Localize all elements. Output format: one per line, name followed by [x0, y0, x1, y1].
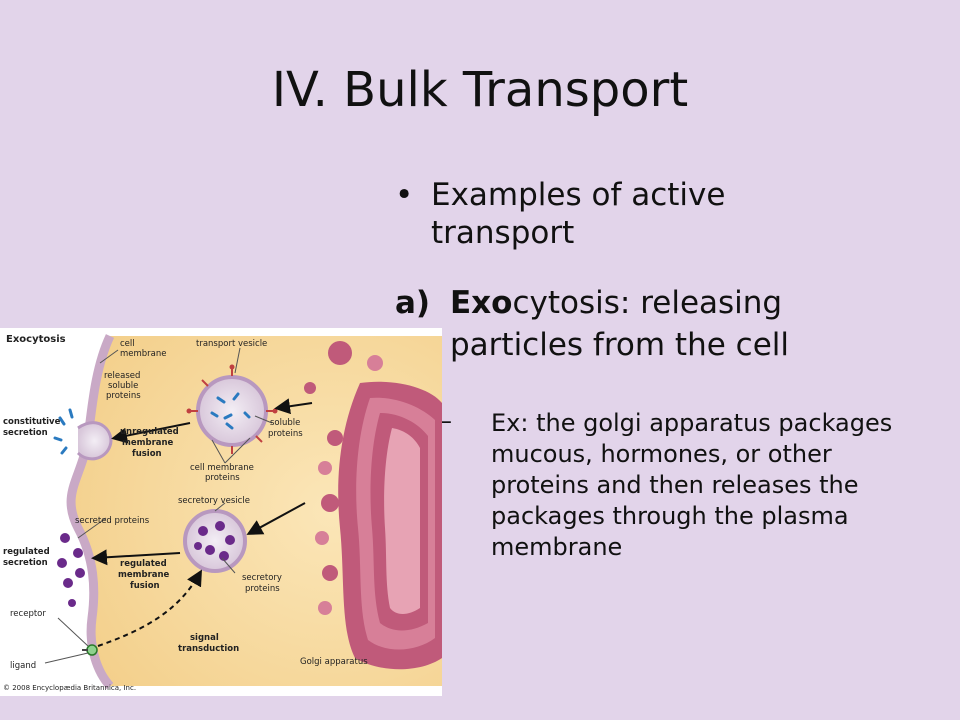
label-cell: cell [120, 339, 135, 349]
label-cell-membrane-proteins-1: cell membrane [190, 463, 254, 473]
fusing-vesicle [53, 408, 113, 461]
secretory-vesicle [183, 509, 247, 573]
label-receptor: receptor [10, 609, 46, 619]
label-soluble-2: proteins [268, 429, 303, 439]
slide-title: IV. Bulk Transport [271, 62, 689, 118]
label-unregulated-1: unregulated [120, 427, 179, 437]
example-marker: – [440, 407, 452, 435]
label-regulated-secretion-2: secretion [3, 558, 48, 568]
label-secretory-vesicle: secretory vesicle [178, 496, 250, 506]
bullet-text: Examples of active transport [431, 177, 726, 251]
figure-copyright: © 2008 Encyclopædia Britannica, Inc. [3, 684, 136, 692]
item-rest: cytosis: releasing particles from the ce… [450, 285, 789, 363]
label-secretory-proteins-2: proteins [245, 584, 280, 594]
label-signal-1: signal [190, 633, 219, 643]
label-regulated-fusion-3: fusion [130, 581, 160, 591]
label-unregulated-3: fusion [132, 449, 162, 459]
item-marker: a) [395, 285, 431, 321]
cell-membrane [66, 334, 115, 690]
item-text: Exocytosis: releasing particles from the… [450, 282, 870, 366]
figure-heading: Exocytosis [6, 334, 66, 345]
label-constitutive-1: constitutive [3, 417, 61, 427]
label-constitutive-2: secretion [3, 428, 48, 438]
label-membrane: membrane [120, 349, 167, 359]
transport-vesicle [186, 364, 278, 454]
label-ligand: ligand [10, 661, 36, 671]
label-cell-membrane-proteins-2: proteins [205, 473, 240, 483]
exocytosis-figure: Exocytosis cell membrane transport vesic… [0, 328, 442, 696]
label-soluble-1: soluble [270, 418, 300, 428]
label-secreted-proteins: secreted proteins [75, 516, 150, 526]
label-regulated-fusion-2: membrane [118, 570, 170, 580]
label-transport-vesicle: transport vesicle [196, 339, 267, 349]
label-unregulated-2: membrane [122, 438, 174, 448]
label-released-1: released [104, 371, 140, 381]
label-released-3: proteins [106, 391, 141, 401]
label-regulated-secretion-1: regulated [3, 547, 50, 557]
receptor-ligand [82, 644, 98, 656]
label-regulated-fusion-1: regulated [120, 559, 167, 569]
exocytosis-diagram: Exocytosis cell membrane transport vesic… [0, 328, 442, 696]
label-released-2: soluble [108, 381, 138, 391]
secreted-proteins [57, 533, 85, 607]
label-signal-2: transduction [178, 644, 239, 654]
label-golgi: Golgi apparatus [300, 657, 368, 667]
pathway-arrows [91, 398, 313, 647]
item-bold-part: Exo [450, 285, 513, 321]
leader-lines [44, 347, 273, 664]
example-text: Ex: the golgi apparatus packages mucous,… [491, 409, 893, 561]
bullet-symbol: • [395, 177, 414, 213]
golgi-apparatus [304, 341, 442, 670]
label-secretory-proteins-1: secretory [242, 573, 282, 583]
